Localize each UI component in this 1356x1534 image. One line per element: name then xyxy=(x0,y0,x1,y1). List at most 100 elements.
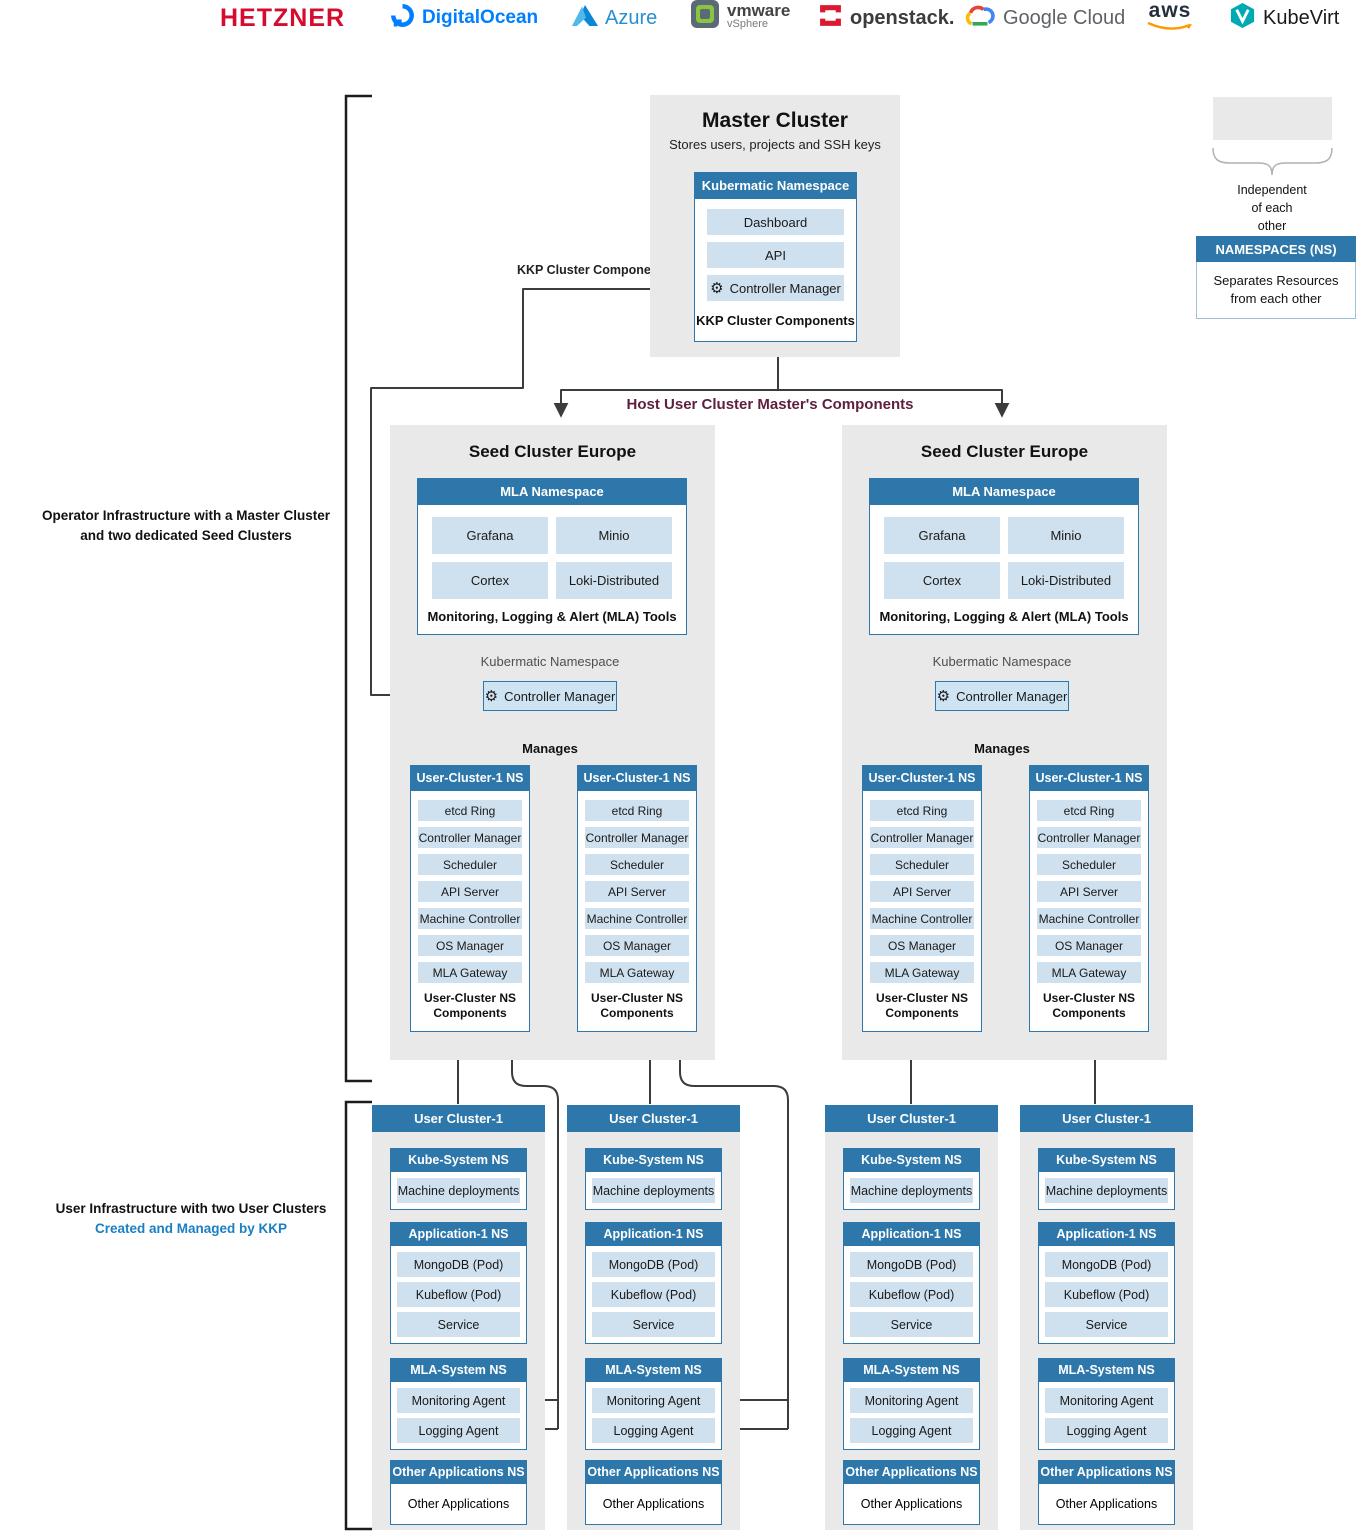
other-applications-item: Other Applications xyxy=(1045,1490,1168,1518)
other-applications-item: Other Applications xyxy=(397,1490,520,1518)
service-item: Service xyxy=(592,1312,715,1337)
master-cluster-subtitle: Stores users, projects and SSH keys xyxy=(669,137,881,152)
application-1-ns-section: Application-1 NS MongoDB (Pod) Kubeflow … xyxy=(390,1222,527,1344)
azure-logo-text: Azure xyxy=(605,6,658,29)
kubevirt-icon xyxy=(1229,2,1256,34)
kubermatic-namespace-header: Kubermatic Namespace xyxy=(694,172,857,199)
monitoring-agent-item: Monitoring Agent xyxy=(1045,1388,1168,1413)
operator-infrastructure-label: Operator Infrastructure with a Master Cl… xyxy=(41,508,331,543)
application-1-ns-section: Application-1 NS MongoDB (Pod) Kubeflow … xyxy=(585,1222,722,1344)
user-cluster-ns-caption: User-Cluster NS Components xyxy=(875,991,969,1020)
kubevirt-logo-text: KubeVirt xyxy=(1263,6,1340,29)
azure-icon xyxy=(572,5,598,31)
mongodb-pod-item: MongoDB (Pod) xyxy=(1045,1252,1168,1277)
azure-logo: Azure xyxy=(572,2,657,34)
user-cluster-ns-caption: User-Cluster NS Components xyxy=(1042,991,1136,1020)
user-cluster-box-2: User Cluster-1 Kube-System NS Machine de… xyxy=(567,1105,740,1530)
namespaces-legend-box: NAMESPACES (NS) Separates Resources from… xyxy=(1196,236,1356,320)
loki-distributed-item: Loki-Distributed xyxy=(1008,562,1124,599)
api-server-item: API Server xyxy=(418,881,522,902)
gear-icon: ⚙︎ xyxy=(710,279,724,297)
dashboard-item: Dashboard xyxy=(707,209,844,235)
scheduler-item: Scheduler xyxy=(418,854,522,875)
other-applications-item: Other Applications xyxy=(592,1490,715,1518)
controller-manager-item: Controller Manager xyxy=(418,827,522,848)
created-managed-by-kkp-label: Created and Managed by KKP xyxy=(94,1220,288,1236)
minio-item: Minio xyxy=(556,517,672,554)
mla-system-ns-section: MLA-System NS Monitoring Agent Logging A… xyxy=(390,1358,527,1450)
namespaces-legend-body: Separates Resources from each other xyxy=(1213,273,1339,307)
os-manager-item: OS Manager xyxy=(585,935,689,956)
mla-gateway-item: MLA Gateway xyxy=(418,962,522,983)
seed-cluster-1-box: Seed Cluster Europe MLA Namespace Grafan… xyxy=(390,425,715,1060)
controller-manager-box: ⚙︎ Controller Manager xyxy=(935,681,1069,711)
namespaces-legend-header: NAMESPACES (NS) xyxy=(1196,236,1356,262)
minio-item: Minio xyxy=(1008,517,1124,554)
kubermatic-namespace-label: Kubermatic Namespace xyxy=(932,654,1072,669)
independent-of-each-other-label: Independent of each other xyxy=(1237,183,1307,234)
mla-namespace-header: MLA Namespace xyxy=(869,478,1139,505)
kubevirt-logo: KubeVirt xyxy=(1229,2,1339,34)
logging-agent-item: Logging Agent xyxy=(850,1418,973,1443)
mla-tools-caption: Monitoring, Logging & Alert (MLA) Tools xyxy=(427,609,677,624)
user-cluster-ns-column-4: User-Cluster-1 NS etcd Ring Controller M… xyxy=(1029,765,1149,1032)
user-cluster-header: User Cluster-1 xyxy=(372,1105,545,1132)
other-applications-ns-section: Other Applications NS Other Applications xyxy=(1038,1460,1175,1525)
vsphere-logo-text: vSphere xyxy=(727,18,768,30)
api-server-item: API Server xyxy=(870,881,974,902)
vmware-logo-text: vmware xyxy=(727,1,791,20)
mla-system-ns-section: MLA-System NS Monitoring Agent Logging A… xyxy=(843,1358,980,1450)
kube-system-ns-section: Kube-System NS Machine deployments xyxy=(1038,1148,1175,1210)
etcd-ring-item: etcd Ring xyxy=(418,800,522,821)
api-server-item: API Server xyxy=(585,881,689,902)
controller-manager-item: ⚙︎ Controller Manager xyxy=(707,275,844,301)
machine-deployments-item: Machine deployments xyxy=(850,1178,973,1203)
manages-label: Manages xyxy=(974,741,1030,756)
mongodb-pod-item: MongoDB (Pod) xyxy=(850,1252,973,1277)
digitalocean-logo: DigitalOcean xyxy=(390,2,538,34)
kube-system-ns-section: Kube-System NS Machine deployments xyxy=(843,1148,980,1210)
user-cluster-ns-header: User-Cluster-1 NS xyxy=(410,765,530,791)
logging-agent-item: Logging Agent xyxy=(397,1418,520,1443)
master-cluster-title: Master Cluster xyxy=(702,109,848,132)
kkp-cluster-components-caption: KKP Cluster Components xyxy=(696,313,855,328)
vmware-icon xyxy=(690,0,720,34)
mla-gateway-item: MLA Gateway xyxy=(870,962,974,983)
mla-tools-caption: Monitoring, Logging & Alert (MLA) Tools xyxy=(879,609,1129,624)
other-applications-ns-section: Other Applications NS Other Applications xyxy=(390,1460,527,1525)
user-cluster-ns-column-3: User-Cluster-1 NS etcd Ring Controller M… xyxy=(862,765,982,1032)
google-cloud-logo-text: Google Cloud xyxy=(1003,6,1126,29)
machine-deployments-item: Machine deployments xyxy=(397,1178,520,1203)
controller-manager-box: ⚙︎ Controller Manager xyxy=(483,681,617,711)
kubeflow-pod-item: Kubeflow (Pod) xyxy=(592,1282,715,1307)
controller-manager-item: Controller Manager xyxy=(1037,827,1141,848)
machine-controller-item: Machine Controller xyxy=(585,908,689,929)
vmware-vsphere-logo: vmware vSphere xyxy=(690,0,790,32)
seed-cluster-2-box: Seed Cluster Europe MLA Namespace Grafan… xyxy=(842,425,1167,1060)
scheduler-item: Scheduler xyxy=(585,854,689,875)
user-cluster-ns-caption: User-Cluster NS Components xyxy=(423,991,517,1020)
aws-logo-text: aws xyxy=(1148,0,1192,22)
grafana-item: Grafana xyxy=(432,517,548,554)
user-cluster-header: User Cluster-1 xyxy=(1020,1105,1193,1132)
monitoring-agent-item: Monitoring Agent xyxy=(592,1388,715,1413)
mla-system-ns-section: MLA-System NS Monitoring Agent Logging A… xyxy=(585,1358,722,1450)
mla-system-ns-section: MLA-System NS Monitoring Agent Logging A… xyxy=(1038,1358,1175,1450)
kubeflow-pod-item: Kubeflow (Pod) xyxy=(850,1282,973,1307)
aws-swoosh-icon xyxy=(1147,21,1192,30)
machine-controller-item: Machine Controller xyxy=(418,908,522,929)
os-manager-item: OS Manager xyxy=(1037,935,1141,956)
mla-namespace-box: MLA Namespace Grafana Minio Cortex Loki-… xyxy=(869,478,1139,635)
logging-agent-item: Logging Agent xyxy=(592,1418,715,1443)
hetzner-logo: HETZNER xyxy=(220,2,345,34)
user-cluster-header: User Cluster-1 xyxy=(567,1105,740,1132)
controller-manager-item: Controller Manager xyxy=(870,827,974,848)
application-1-ns-section: Application-1 NS MongoDB (Pod) Kubeflow … xyxy=(1038,1222,1175,1344)
user-cluster-ns-column-1: User-Cluster-1 NS etcd Ring Controller M… xyxy=(410,765,530,1032)
machine-deployments-item: Machine deployments xyxy=(1045,1178,1168,1203)
openstack-logo-text: openstack. xyxy=(850,6,955,29)
api-server-item: API Server xyxy=(1037,881,1141,902)
user-cluster-box-3: User Cluster-1 Kube-System NS Machine de… xyxy=(825,1105,998,1530)
user-cluster-ns-column-2: User-Cluster-1 NS etcd Ring Controller M… xyxy=(577,765,697,1032)
other-applications-ns-section: Other Applications NS Other Applications xyxy=(843,1460,980,1525)
